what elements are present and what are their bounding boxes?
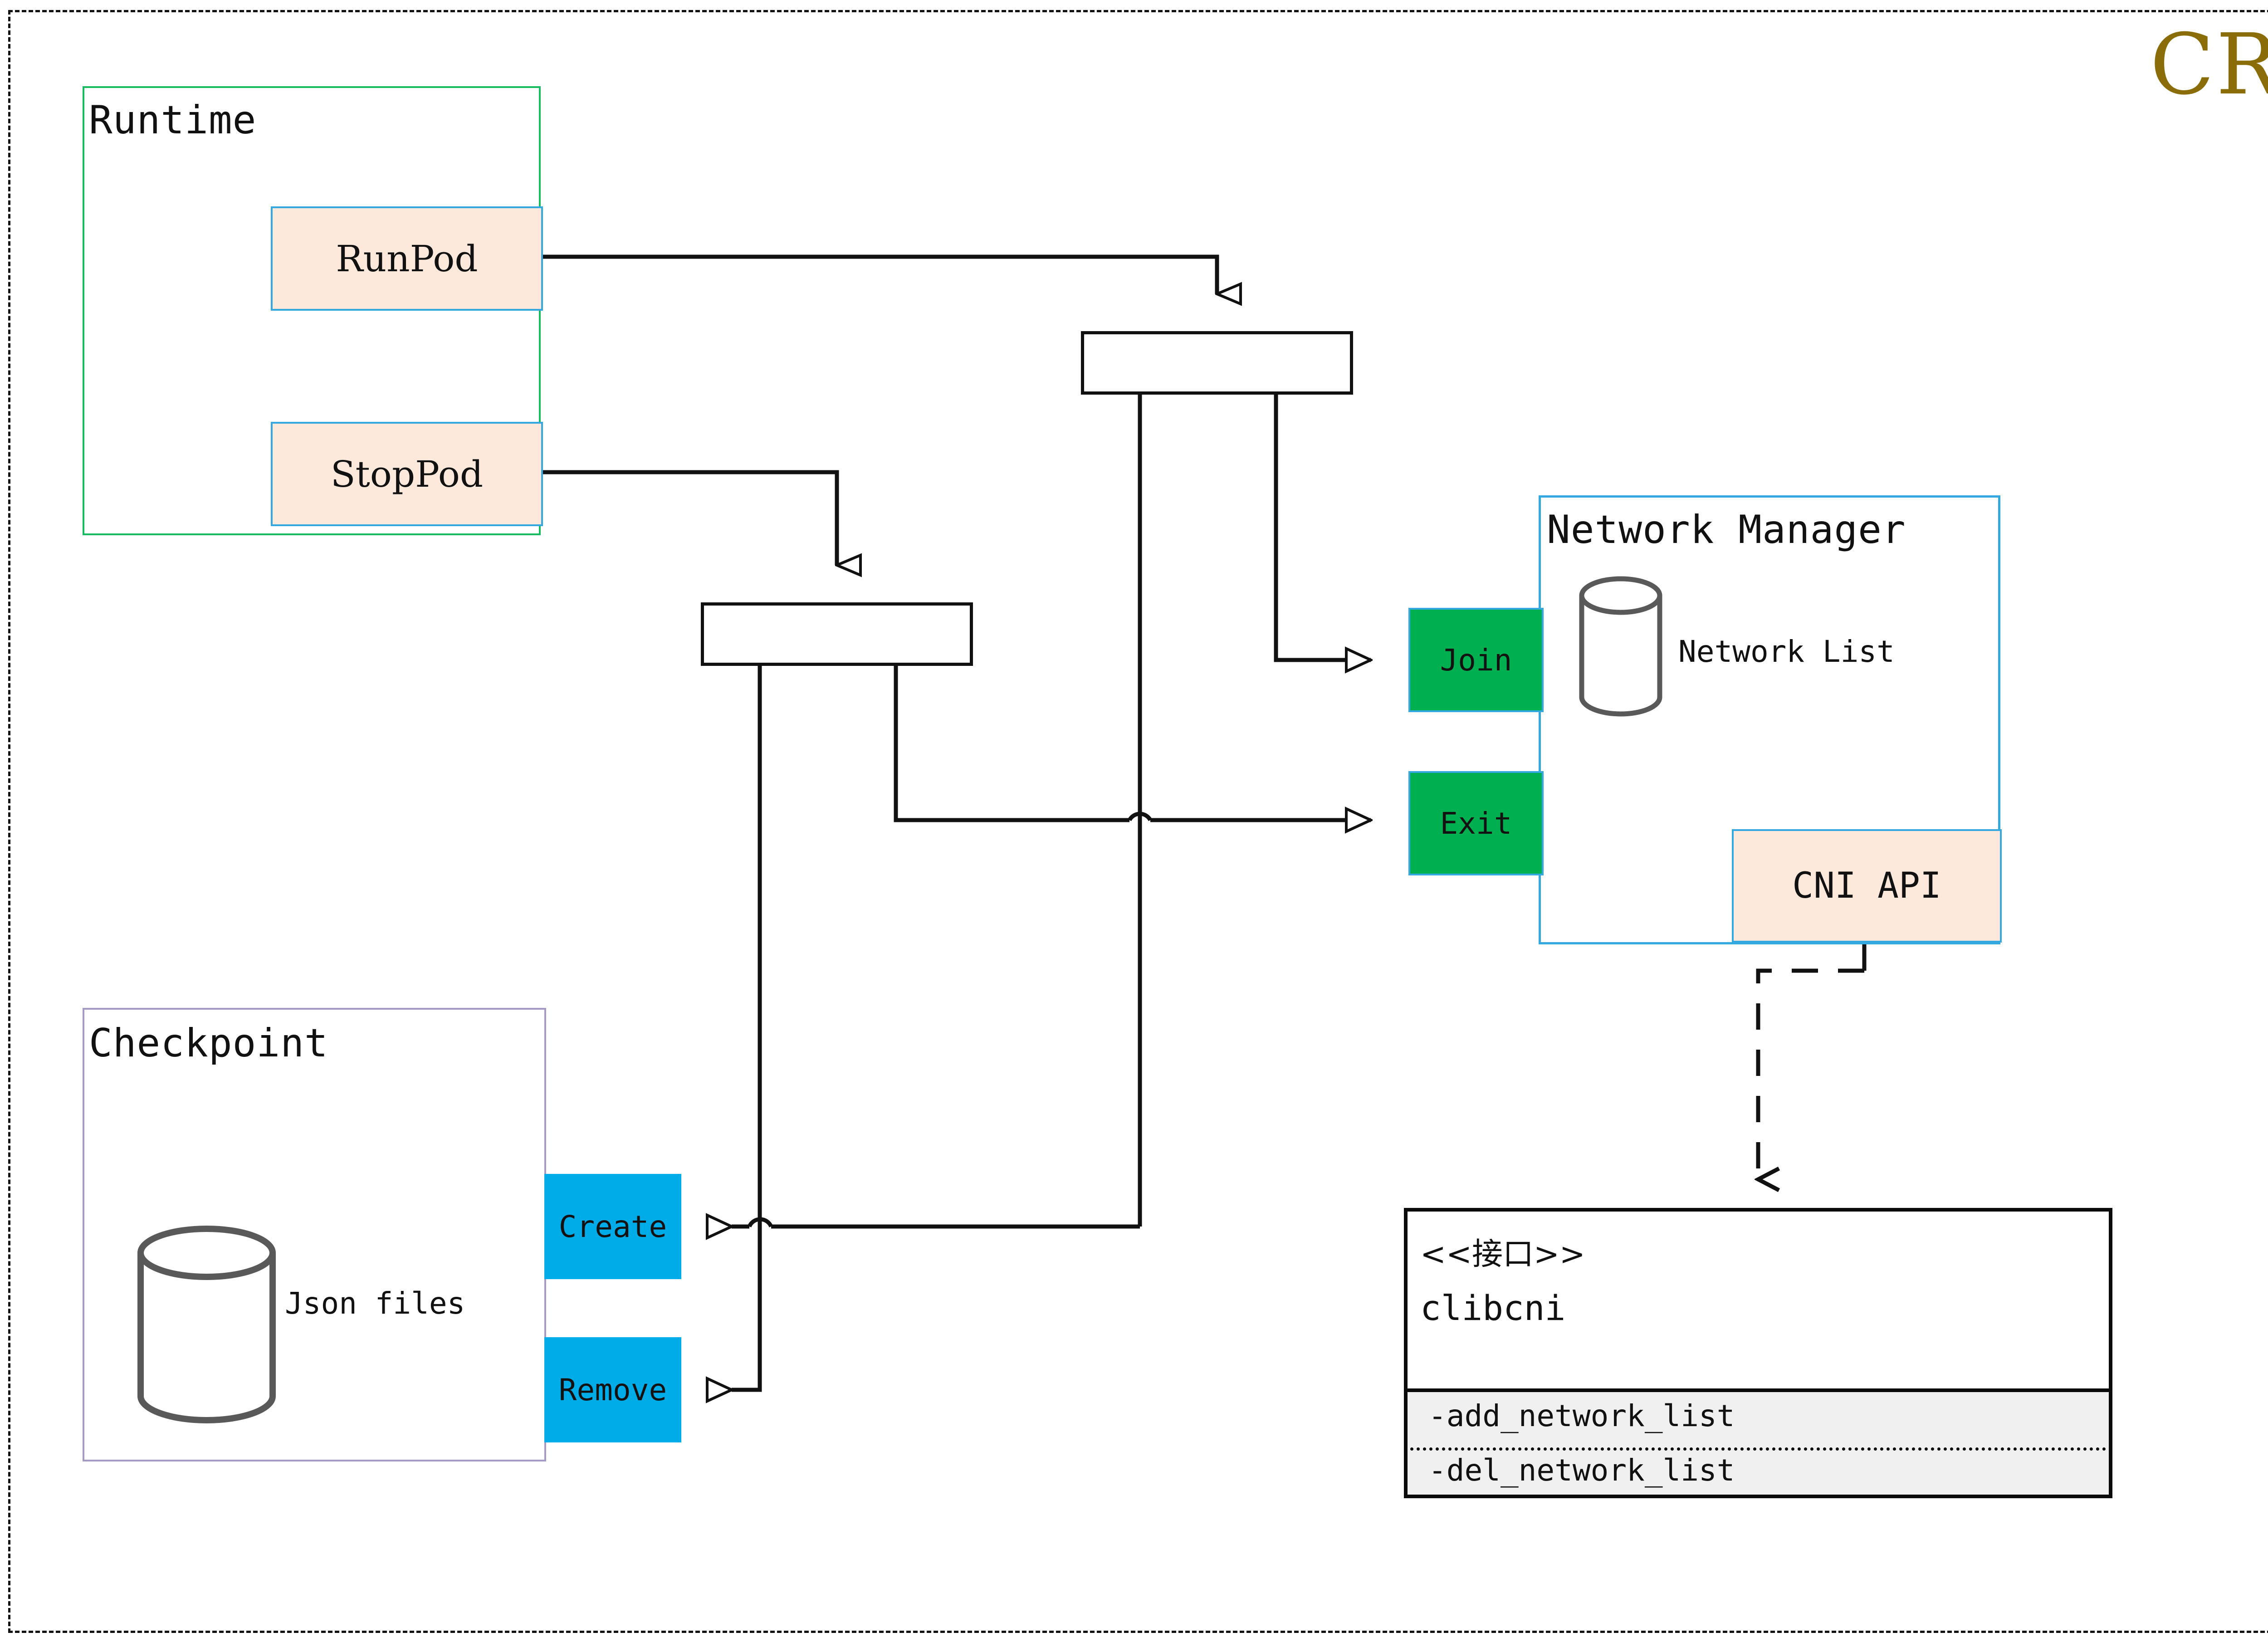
cni-api-component[interactable]: CNI API [1732,829,2002,943]
clibcni-header: <<接口>> clibcni [1408,1212,2109,1392]
clibcni-name: clibcni [1420,1288,1566,1328]
clibcni-method-add-network-list: -add_network_list [1428,1398,1735,1433]
page-title: CRI [2150,15,2268,113]
checkpoint-title: Checkpoint [89,1021,328,1066]
clibcni-methods-compartment: -add_network_list -del_network_list [1408,1392,2109,1495]
json-files-label: Json files [285,1286,465,1321]
network-manager-title: Network Manager [1547,507,1906,552]
json-files-database-icon [137,1226,276,1423]
outer-dashed-frame [8,10,2268,1633]
clibcni-stereotype: <<接口>> [1420,1236,1585,1272]
runpod-operation[interactable]: RunPod [271,206,543,311]
network-exit-action[interactable]: Exit [1408,771,1544,875]
runtime-title: Runtime [89,98,257,143]
network-list-database-icon [1579,576,1662,717]
clibcni-method-divider [1410,1447,2106,1451]
checkpoint-remove-action[interactable]: Remove [544,1337,681,1442]
network-list-label: Network List [1678,634,1895,669]
fork-bar-runpod [1081,331,1353,395]
network-join-action[interactable]: Join [1408,608,1544,712]
clibcni-interface-class: <<接口>> clibcni -add_network_list -del_ne… [1404,1208,2112,1498]
stoppod-operation[interactable]: StopPod [271,422,543,526]
checkpoint-create-action[interactable]: Create [544,1174,681,1279]
checkpoint-container [83,1008,546,1461]
fork-bar-stoppod [701,602,973,666]
clibcni-method-del-network-list: -del_network_list [1428,1453,1735,1488]
